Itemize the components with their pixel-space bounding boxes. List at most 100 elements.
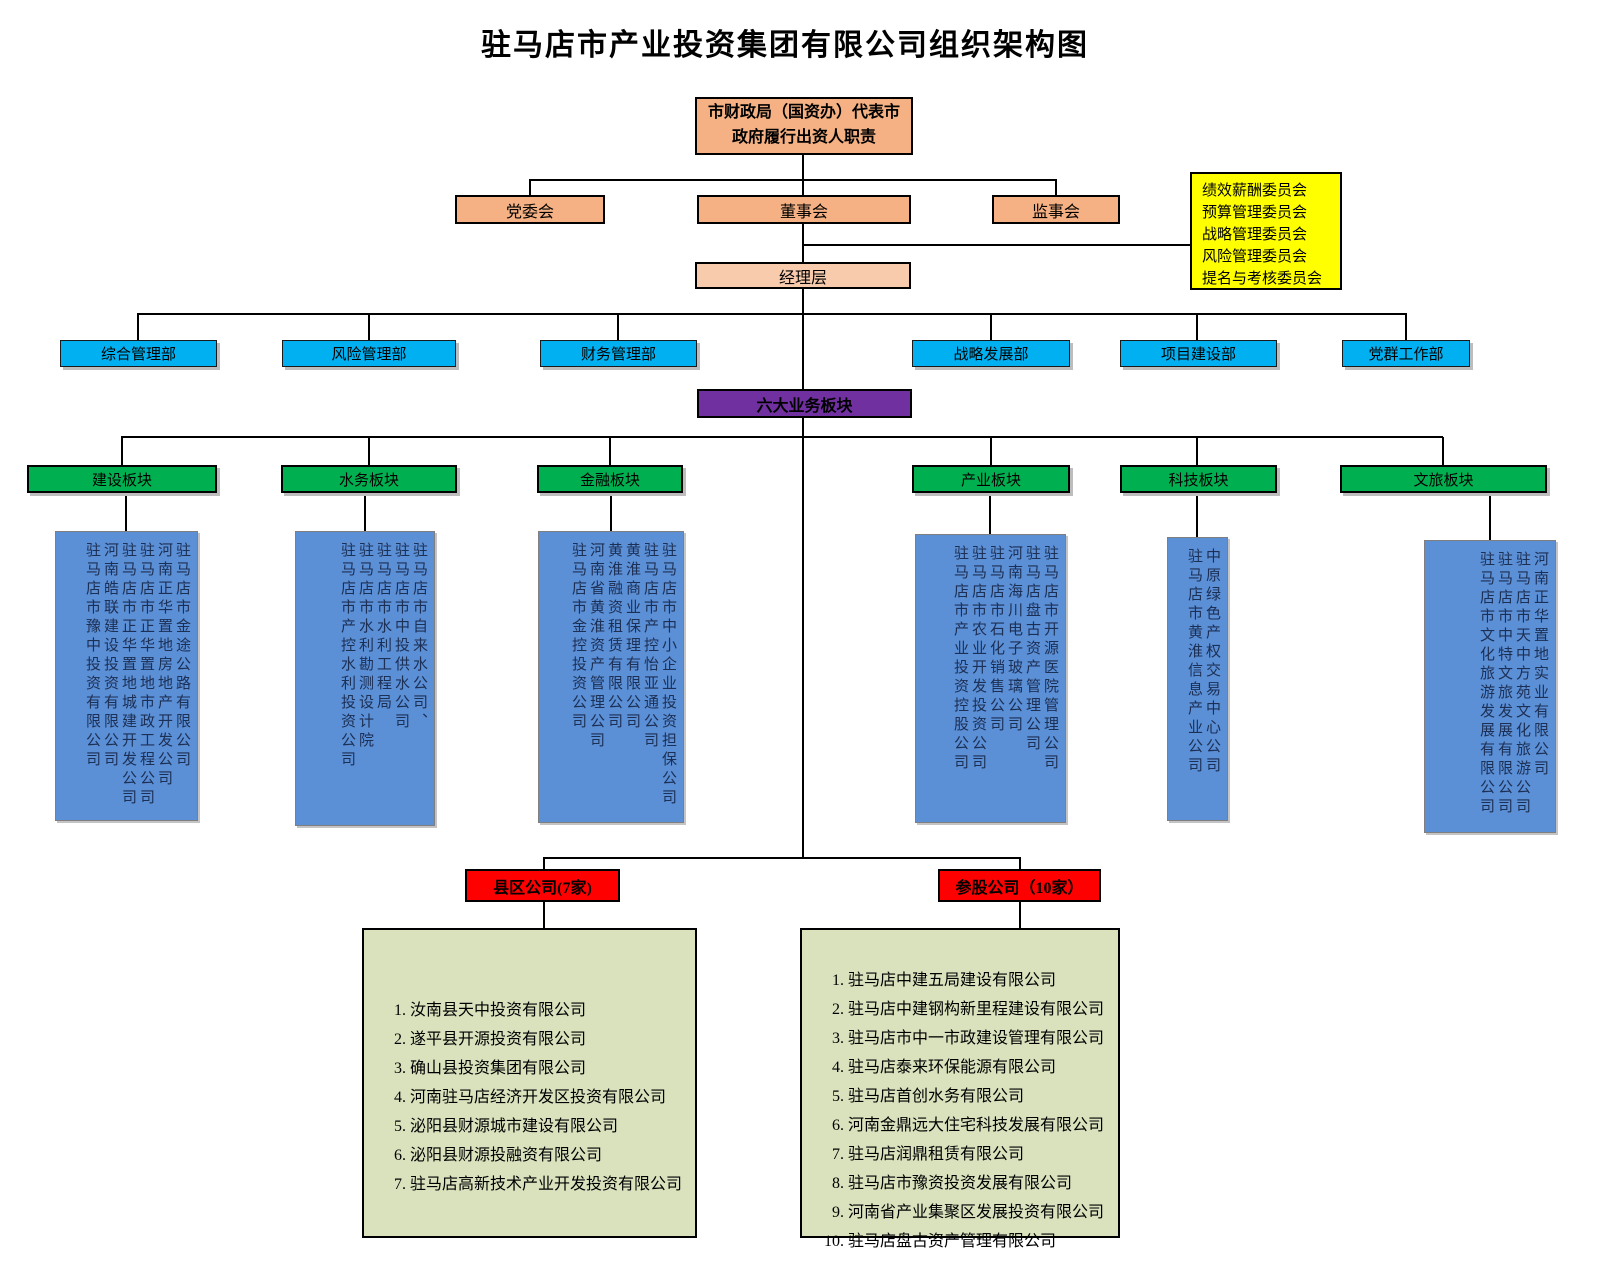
list-item: 泌阳县财源投融资有限公司 xyxy=(410,1141,689,1170)
segment-companies-finance: 驻马店市中小企业投资担保公司驻马店市产控怡亚通公司黄淮商业保理有限公司黄淮融资租… xyxy=(538,531,684,823)
list-item: 驻马店盘古资产管理有限公司 xyxy=(848,1227,1112,1256)
segment-node-construction: 建设板块 xyxy=(27,465,217,493)
connector-line xyxy=(121,436,1443,438)
connector-line xyxy=(137,313,1407,315)
connector-line xyxy=(137,314,139,341)
department-node-general-admin: 综合管理部 xyxy=(60,340,217,367)
connector-line xyxy=(802,224,804,389)
list-item: 驻马店市水利工程局 xyxy=(375,542,391,713)
segment-companies-culture-tourism: 河南正华置地实业有限公司驻马店市天中方苑文化旅游公司驻马店市中特文旅发展有限公司… xyxy=(1424,540,1556,833)
list-item: 驻马店市自来水公司、 xyxy=(411,542,427,732)
connector-line xyxy=(529,180,531,195)
connector-line xyxy=(543,857,1021,859)
list-item: 河南正华置地实业有限公司 xyxy=(1532,551,1548,779)
equity-companies-header: 参股公司（10家） xyxy=(938,869,1101,902)
list-item: 驻马店市中一市政建设管理有限公司 xyxy=(848,1024,1112,1053)
list-item: 河南驻马店经济开发区投资有限公司 xyxy=(410,1083,689,1112)
connector-line xyxy=(989,493,991,534)
connector-line xyxy=(1019,858,1021,869)
county-companies-header: 县区公司(7家) xyxy=(465,869,620,902)
connector-line xyxy=(368,314,370,341)
supervisory-board-node: 监事会 xyxy=(992,195,1120,224)
connector-line xyxy=(1442,437,1444,465)
list-item: 风险管理委员会 xyxy=(1202,249,1308,265)
connector-line xyxy=(802,155,804,195)
list-item: 驻马店市正华置地市政工程公司 xyxy=(138,542,154,808)
connector-line xyxy=(1055,180,1057,195)
board-of-directors-node: 董事会 xyxy=(697,195,911,224)
list-item: 确山县投资集团有限公司 xyxy=(410,1054,689,1083)
department-node-finance: 财务管理部 xyxy=(540,340,697,367)
list-item: 汝南县天中投资有限公司 xyxy=(410,996,689,1025)
segment-node-finance: 金融板块 xyxy=(537,465,683,493)
connector-line xyxy=(1019,902,1021,928)
list-item: 驻马店市中投供水公司 xyxy=(393,542,409,732)
list-item: 河南金鼎远大住宅科技发展有限公司 xyxy=(848,1111,1112,1140)
list-item: 驻马店市黄淮信息产业公司 xyxy=(1186,548,1202,776)
segment-companies-technology: 中原绿色产权交易中心公司驻马店市黄淮信息产业公司 xyxy=(1167,537,1228,821)
connector-line xyxy=(364,493,366,531)
list-item: 驻马店市天中方苑文化旅游公司 xyxy=(1514,551,1530,817)
list-item: 泌阳县财源城市建设有限公司 xyxy=(410,1112,689,1141)
business-segments-header: 六大业务板块 xyxy=(697,389,912,418)
connector-line xyxy=(1196,493,1198,537)
connector-line xyxy=(610,493,612,531)
connector-line xyxy=(803,244,1190,246)
list-item: 绩效薪酬委员会 xyxy=(1202,183,1308,199)
list-item: 驻马店市正华置地城建开发公司 xyxy=(120,542,136,808)
connector-line xyxy=(1489,493,1491,540)
list-item: 驻马店市豫中投资有限公司 xyxy=(84,542,100,770)
segment-node-industry: 产业板块 xyxy=(912,465,1070,493)
list-item: 驻马店首创水务有限公司 xyxy=(848,1082,1112,1111)
list-item: 驻马店中建五局建设有限公司 xyxy=(848,966,1112,995)
page-title: 驻马店市产业投资集团有限公司组织架构图 xyxy=(481,29,1089,62)
root-node: 市财政局（国资办）代表市政府履行出资人职责 xyxy=(695,97,913,155)
list-item: 驻马店中建钢构新里程建设有限公司 xyxy=(848,995,1112,1024)
list-item: 预算管理委员会 xyxy=(1202,205,1308,221)
list-item: 驻马店市石化销售公司 xyxy=(988,545,1004,735)
connector-line xyxy=(125,493,127,531)
department-node-risk: 风险管理部 xyxy=(282,340,456,367)
segment-companies-water: 驻马店市自来水公司、驻马店市中投供水公司驻马店市水利工程局驻马店市水利勘测设计院… xyxy=(295,531,435,826)
list-item: 黄淮商业保理有限公司 xyxy=(624,542,640,732)
county-companies-box: 汝南县天中投资有限公司遂平县开源投资有限公司确山县投资集团有限公司河南驻马店经济… xyxy=(362,928,697,1238)
connector-line xyxy=(529,179,1057,181)
connector-line xyxy=(543,902,545,928)
list-item: 中原绿色产权交易中心公司 xyxy=(1204,548,1220,776)
connector-line xyxy=(543,858,545,869)
list-item: 驻马店泰来环保能源有限公司 xyxy=(848,1053,1112,1082)
list-item: 驻马店市文化旅游发展有限公司 xyxy=(1478,551,1494,817)
connector-line xyxy=(990,314,992,341)
connector-line xyxy=(1196,437,1198,465)
list-item: 提名与考核委员会 xyxy=(1202,271,1323,287)
segment-companies-industry: 驻马店市开源医院管理公司驻马店盘古资产管理公司河南海川电子玻璃公司驻马店市石化销… xyxy=(915,534,1066,823)
list-item: 驻马店市农业开发投资公司 xyxy=(970,545,986,773)
segment-node-technology: 科技板块 xyxy=(1120,465,1277,493)
connector-line xyxy=(802,418,804,858)
list-item: 驻马店高新技术产业开发投资有限公司 xyxy=(410,1170,689,1199)
county-company-list: 汝南县天中投资有限公司遂平县开源投资有限公司确山县投资集团有限公司河南驻马店经济… xyxy=(364,930,695,1199)
list-item: 驻马店市产业投资控股公司 xyxy=(952,545,968,773)
connector-line xyxy=(617,314,619,341)
list-item: 河南省黄淮资产管理公司 xyxy=(588,542,604,751)
list-item: 河南正华置地房地产开发公司 xyxy=(156,542,172,789)
equity-companies-box: 驻马店中建五局建设有限公司驻马店中建钢构新里程建设有限公司驻马店市中一市政建设管… xyxy=(800,928,1120,1250)
list-item: 驻马店市中特文旅发展有限公司 xyxy=(1496,551,1512,817)
list-item: 驻马店市开源医院管理公司 xyxy=(1042,545,1058,773)
list-item: 驻马店市产控怡亚通公司 xyxy=(642,542,658,751)
connector-line xyxy=(609,437,611,465)
list-item: 战略管理委员会 xyxy=(1202,227,1308,243)
connector-line xyxy=(1405,314,1407,341)
department-node-strategy: 战略发展部 xyxy=(912,340,1070,367)
list-item: 遂平县开源投资有限公司 xyxy=(410,1025,689,1054)
connector-line xyxy=(1196,314,1198,341)
list-item: 驻马店市金途公路有限公司 xyxy=(174,542,190,770)
list-item: 驻马店市水利勘测设计院 xyxy=(357,542,373,751)
list-item: 河南皓联建设投资有限公司 xyxy=(102,542,118,770)
management-layer-node: 经理层 xyxy=(695,262,911,289)
equity-company-list: 驻马店中建五局建设有限公司驻马店中建钢构新里程建设有限公司驻马店市中一市政建设管… xyxy=(802,930,1118,1256)
department-node-party-group: 党群工作部 xyxy=(1342,340,1470,367)
party-committee-node: 党委会 xyxy=(455,195,605,224)
department-node-project: 项目建设部 xyxy=(1120,340,1277,367)
